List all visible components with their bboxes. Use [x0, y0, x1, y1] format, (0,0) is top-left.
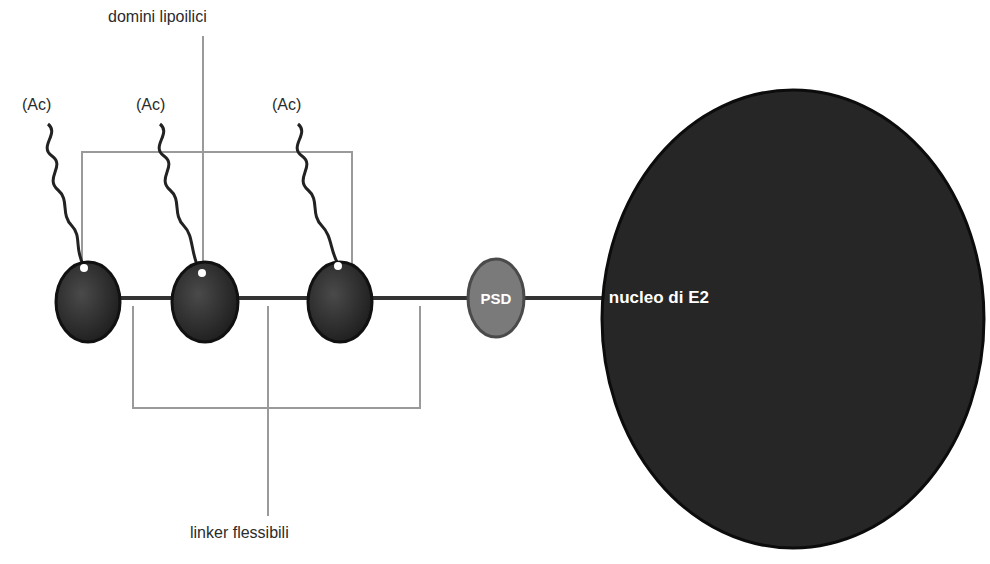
- leader-line: [267, 306, 269, 516]
- lipoyl-domain: [172, 262, 238, 342]
- part-label: domini lipoilici: [108, 8, 207, 26]
- lipoyl-domain: [308, 262, 372, 342]
- acetyl-label: (Ac): [272, 96, 301, 114]
- attachment-dot: [80, 264, 88, 272]
- connector: [524, 298, 603, 299]
- leader-line: [202, 36, 204, 272]
- acetyl-tail: [159, 124, 200, 272]
- node-shape: [468, 259, 524, 337]
- acetyl-label: (Ac): [22, 96, 51, 114]
- label-box: linker flessibili: [190, 524, 289, 542]
- label-box: domini lipoilici: [108, 8, 207, 26]
- label-box: (Ac): [136, 96, 165, 114]
- psd-circle: PSD: [466, 257, 526, 339]
- node-outline: [600, 88, 986, 550]
- lipoyl-domain: [56, 262, 120, 342]
- psd-label: PSD: [481, 290, 512, 307]
- attachment-dot: [334, 262, 342, 270]
- acetyl-tail: [47, 124, 84, 266]
- label-box: (Ac): [272, 96, 301, 114]
- acetyl-label: (Ac): [136, 96, 165, 114]
- attachment-dot: [198, 269, 206, 277]
- backbone-line: [88, 296, 468, 300]
- label-box: (Ac): [22, 96, 51, 114]
- part-label: linker flessibili: [190, 524, 289, 542]
- acetyl-tail: [297, 124, 338, 264]
- node-shape: [602, 90, 984, 548]
- connector-line: [524, 296, 603, 300]
- e2-core: nucleo di E2: [600, 88, 986, 550]
- domain-bracket: [82, 152, 352, 266]
- core-label: nucleo di E2: [609, 288, 709, 308]
